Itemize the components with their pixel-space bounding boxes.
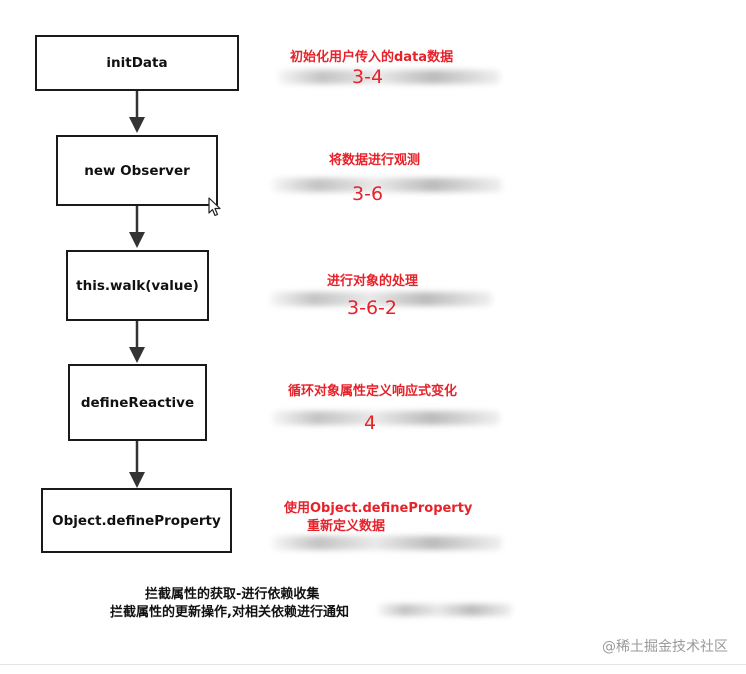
redacted-text xyxy=(272,411,500,425)
divider xyxy=(0,664,746,665)
mouse-cursor-icon xyxy=(208,197,221,217)
arrow-walk-to-definereactive xyxy=(129,321,145,363)
annotation-define-reactive: 循环对象属性定义响应式变化 xyxy=(288,384,458,399)
redacted-text xyxy=(272,536,502,550)
annotation-initdata: 初始化用户传入的data数据 xyxy=(290,50,454,65)
arrow-observer-to-walk xyxy=(129,206,145,248)
redacted-text xyxy=(278,70,500,84)
caption-line-2: 拦截属性的更新操作,对相关依赖进行通知 xyxy=(110,605,349,620)
node-initdata: initData xyxy=(35,35,239,91)
annotation-define-property-line2: 重新定义数据 xyxy=(307,519,386,534)
arrow-definereactive-to-defineproperty xyxy=(129,441,145,488)
watermark: @稀土掘金技术社区 xyxy=(602,639,728,655)
annotation-observer: 将数据进行观测 xyxy=(329,153,421,168)
step-number-initdata: 3-4 xyxy=(352,66,384,88)
redacted-text xyxy=(378,604,512,616)
node-this-walk: this.walk(value) xyxy=(66,250,209,321)
step-number-define-reactive: 4 xyxy=(364,412,377,434)
node-define-reactive: defineReactive xyxy=(68,364,207,441)
caption-line-1: 拦截属性的获取-进行依赖收集 xyxy=(145,587,320,602)
step-number-walk: 3-6-2 xyxy=(347,297,397,319)
redacted-text xyxy=(272,178,502,192)
annotation-define-property-line1: 使用Object.defineProperty xyxy=(284,501,473,516)
step-number-observer: 3-6 xyxy=(352,183,384,205)
annotation-walk: 进行对象的处理 xyxy=(327,274,419,289)
node-new-observer: new Observer xyxy=(56,135,218,206)
arrow-initdata-to-observer xyxy=(129,91,145,133)
redacted-text xyxy=(270,292,492,306)
node-object-define-property: Object.defineProperty xyxy=(41,488,232,553)
